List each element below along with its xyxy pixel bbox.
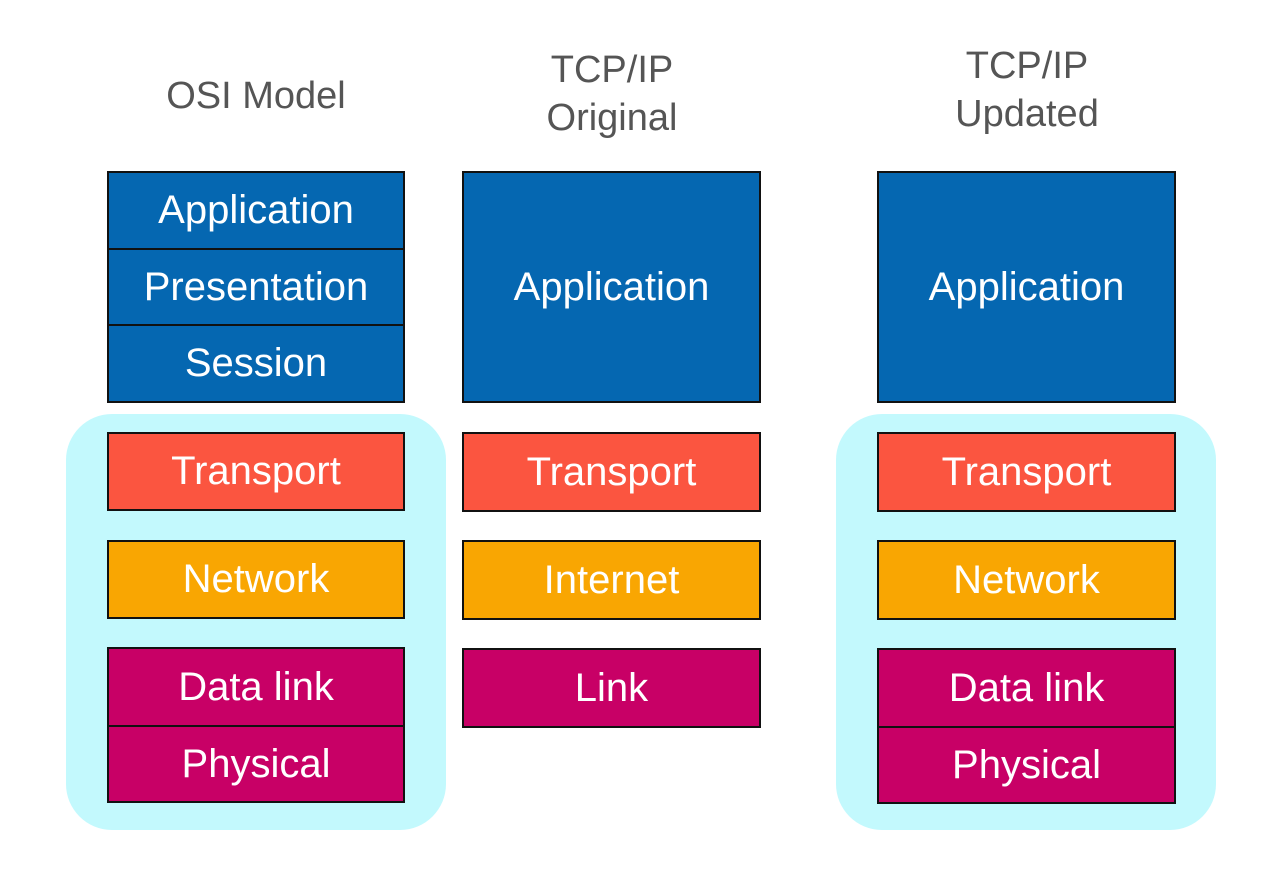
tcpip-original-transport-layer: Transport (462, 432, 761, 512)
tcpip-updated-title: TCP/IP Updated (955, 45, 1099, 135)
osi-data-link-layer: Data link (107, 647, 405, 727)
tcpip-updated-application-layer: Application (877, 171, 1176, 403)
tcpip-original-link-layer: Link (462, 648, 761, 728)
osi-transport-layer: Transport (107, 432, 405, 511)
tcpip-updated-physical-layer: Physical (877, 726, 1176, 804)
osi-application-layer: Application (107, 171, 405, 250)
tcpip-updated-transport-layer: Transport (877, 432, 1176, 512)
tcpip-original-internet-layer: Internet (462, 540, 761, 620)
osi-session-layer: Session (107, 324, 405, 403)
tcpip-original-application-layer: Application (462, 171, 761, 403)
tcpip-updated-data-link-layer: Data link (877, 648, 1176, 728)
osi-presentation-layer: Presentation (107, 248, 405, 326)
tcpip-updated-network-layer: Network (877, 540, 1176, 620)
osi-network-layer: Network (107, 540, 405, 619)
osi-physical-layer: Physical (107, 725, 405, 803)
osi-model-title: OSI Model (166, 75, 346, 117)
tcpip-original-title: TCP/IP Original (546, 49, 678, 139)
